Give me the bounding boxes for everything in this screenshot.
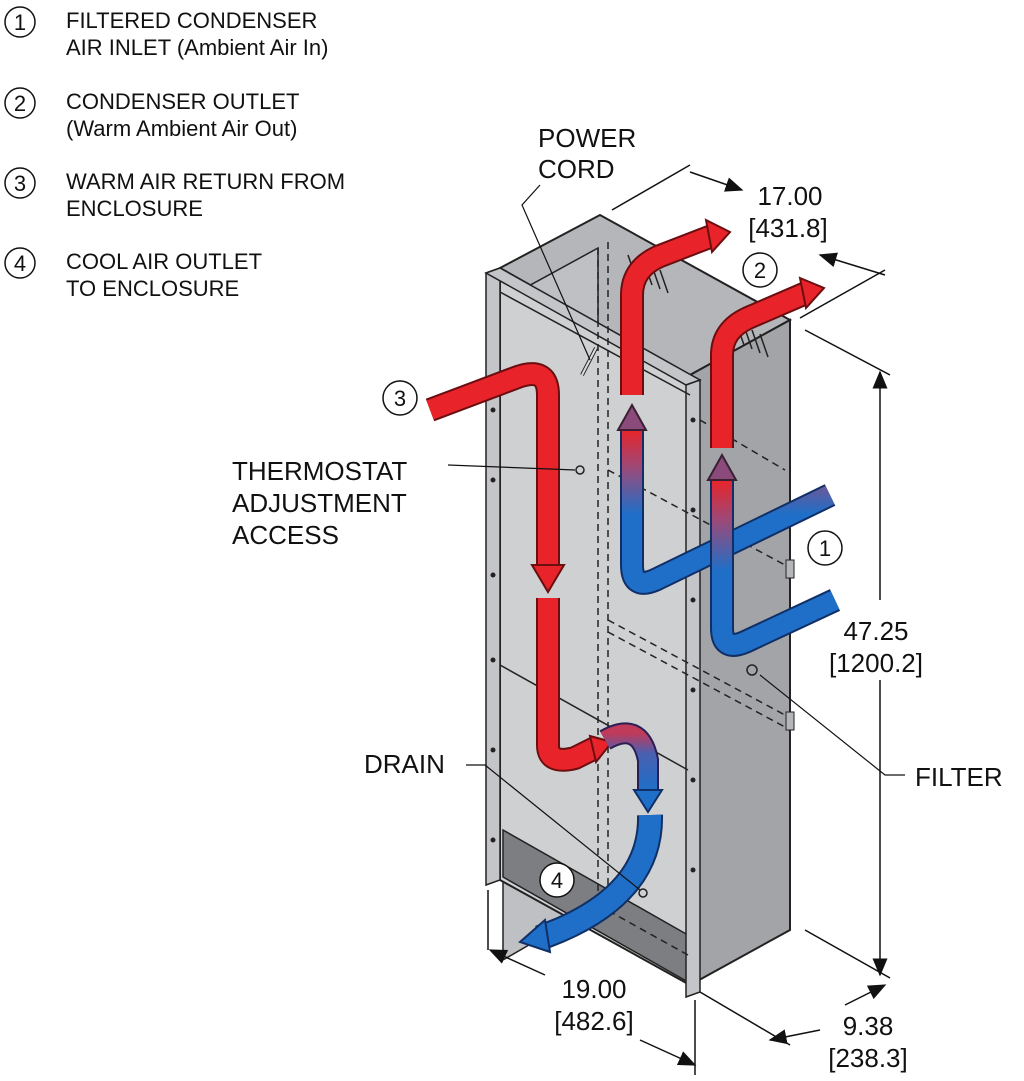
- svg-text:1: 1: [819, 536, 831, 561]
- cool-outlet-airflow: [518, 814, 664, 954]
- depth-bottom-dimension-mm: [238.3]: [828, 1043, 908, 1073]
- marker-1: 1: [807, 530, 843, 566]
- marker-4: 4: [539, 862, 575, 898]
- thermostat-label-3: ACCESS: [232, 520, 339, 550]
- svg-text:1: 1: [14, 10, 26, 35]
- svg-text:WARM AIR RETURN FROM: WARM AIR RETURN FROM: [66, 169, 345, 194]
- power-cord-label-2: CORD: [538, 154, 615, 184]
- depth-top-dimension-mm: [431.8]: [748, 213, 828, 243]
- svg-text:FILTERED CONDENSER: FILTERED CONDENSER: [66, 8, 317, 33]
- legend: 1 FILTERED CONDENSER AIR INLET (Ambient …: [4, 6, 345, 301]
- depth-top-dimension: 17.00: [757, 181, 822, 211]
- filter-label: FILTER: [915, 762, 1003, 792]
- dimension-lines: [487, 164, 891, 1075]
- height-dimension: 47.25: [843, 616, 908, 646]
- depth-bottom-dimension: 9.38: [843, 1011, 894, 1041]
- side-tab-lower: [785, 711, 795, 731]
- power-cord-stub: [580, 347, 598, 376]
- svg-text:AIR INLET (Ambient Air In): AIR INLET (Ambient Air In): [66, 35, 328, 60]
- evaporator-turn-airflow: [599, 722, 664, 814]
- condenser-loop-left: [616, 218, 836, 595]
- width-dimension-mm: [482.6]: [554, 1006, 634, 1036]
- warm-return-airflow: [425, 362, 614, 772]
- svg-text:2: 2: [14, 91, 26, 116]
- thermostat-label-1: THERMOSTAT: [232, 456, 407, 486]
- legend-item-3: 3 WARM AIR RETURN FROM ENCLOSURE: [4, 167, 345, 221]
- svg-text:4: 4: [551, 868, 563, 893]
- drain-hole: [638, 888, 648, 898]
- svg-text:TO ENCLOSURE: TO ENCLOSURE: [66, 276, 239, 301]
- svg-text:3: 3: [394, 386, 406, 411]
- drain-label: DRAIN: [364, 749, 445, 779]
- svg-text:CONDENSER OUTLET: CONDENSER OUTLET: [66, 89, 299, 114]
- leader-lines: [447, 184, 905, 891]
- power-cord-label-1: POWER: [538, 123, 636, 153]
- legend-item-4: 4 COOL AIR OUTLET TO ENCLOSURE: [4, 247, 262, 301]
- legend-item-2: 2 CONDENSER OUTLET (Warm Ambient Air Out…: [4, 87, 299, 141]
- marker-3: 3: [382, 380, 418, 416]
- height-dimension-mm: [1200.2]: [829, 648, 923, 678]
- thermostat-label-2: ADJUSTMENT: [232, 488, 407, 518]
- side-tab-upper: [785, 559, 795, 579]
- thermostat-hole: [575, 465, 585, 475]
- svg-text:ENCLOSURE: ENCLOSURE: [66, 196, 203, 221]
- condenser-loop-right: [706, 276, 841, 657]
- svg-text:(Warm Ambient Air Out): (Warm Ambient Air Out): [66, 116, 297, 141]
- svg-text:3: 3: [14, 171, 26, 196]
- width-dimension: 19.00: [561, 974, 626, 1004]
- marker-2: 2: [742, 252, 778, 288]
- svg-text:2: 2: [754, 258, 766, 283]
- svg-text:4: 4: [14, 251, 26, 276]
- mounting-holes: [490, 407, 696, 873]
- legend-item-1: 1 FILTERED CONDENSER AIR INLET (Ambient …: [4, 6, 328, 60]
- cabinet-seam-upper: [499, 291, 691, 396]
- filter-handle: [746, 664, 758, 676]
- svg-text:COOL AIR OUTLET: COOL AIR OUTLET: [66, 249, 262, 274]
